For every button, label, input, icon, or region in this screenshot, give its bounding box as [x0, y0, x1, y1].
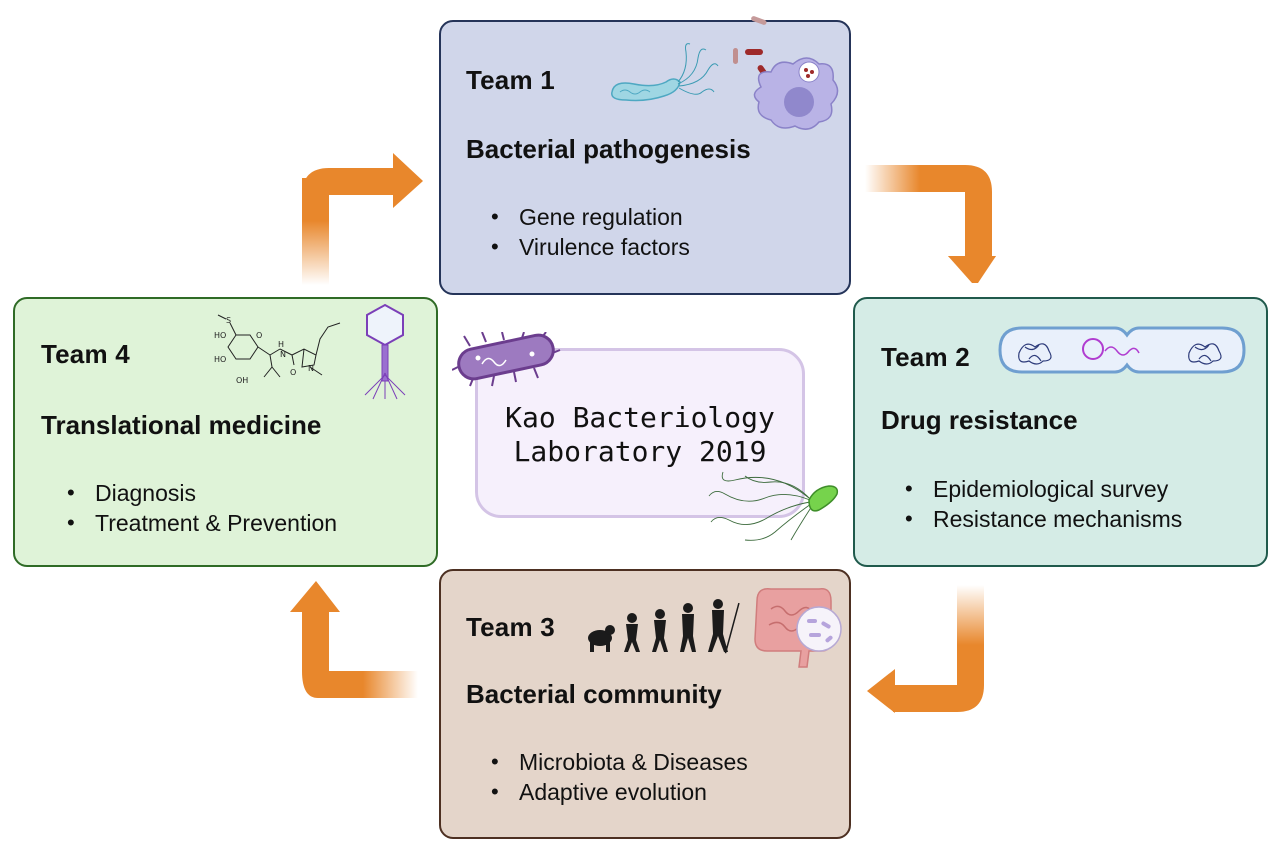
arrow-team4-to-team1 — [302, 153, 423, 285]
team-label: Team 4 — [41, 339, 130, 369]
bullet-item: Gene regulation — [489, 202, 690, 232]
lincomycin-molecule-icon: S HO O H N HO OH O N — [214, 314, 341, 385]
arrow-head-left — [867, 669, 895, 713]
flagellated-bacterium-green-icon — [708, 471, 839, 541]
lab-title-line1: Kao Bacteriology — [505, 401, 775, 434]
molecule-atom-label: O — [256, 331, 262, 340]
arrow-shaft-horizontal — [865, 165, 965, 192]
bullet-item: Virulence factors — [489, 232, 690, 262]
arrow-corner — [302, 608, 329, 698]
bullet-item: Microbiota & Diseases — [489, 747, 748, 777]
lab-title-card: Kao Bacteriology Laboratory 2019 — [475, 348, 805, 518]
team-label: Team 3 — [466, 612, 555, 642]
team-1-card: Team 1 Bacterial pathogenesis Gene regul… — [439, 16, 851, 295]
arrow-corner — [955, 165, 992, 258]
team-bullets: Microbiota & Diseases Adaptive evolution — [489, 747, 748, 807]
arrow-shaft-horizontal — [318, 671, 418, 698]
intestine-microbiota-icon — [754, 588, 842, 668]
team-label: Team 2 — [881, 342, 970, 372]
bacteriophage-icon — [364, 303, 406, 400]
team-topic: Drug resistance — [881, 405, 1078, 435]
flagellated-bacterium-icon — [611, 43, 719, 102]
arrow-team2-to-team3 — [867, 585, 984, 713]
molecule-atom-label: N — [308, 364, 314, 373]
arrow-head-down-tip — [948, 256, 996, 283]
team-topic: Bacterial community — [466, 679, 722, 709]
team-bullets: Epidemiological survey Resistance mechan… — [903, 474, 1182, 534]
team-4-card: Team 4 Translational medicine Diagnosis … — [13, 297, 438, 567]
lab-title-line2: Laboratory 2019 — [513, 435, 767, 468]
bullet-item: Resistance mechanisms — [903, 504, 1182, 534]
molecule-atom-label: O — [290, 368, 296, 377]
bullet-item: Epidemiological survey — [903, 474, 1182, 504]
team-topic: Bacterial pathogenesis — [466, 134, 751, 164]
team-topic: Translational medicine — [41, 410, 322, 440]
molecule-atom-label: OH — [236, 376, 248, 385]
molecule-atom-label: HO — [214, 331, 226, 340]
human-evolution-icon — [588, 599, 740, 654]
rod-bacterium-purple-icon — [452, 332, 561, 387]
arrow-team3-to-team4 — [290, 581, 418, 698]
arrow-head-up — [290, 581, 340, 612]
team-2-card: Team 2 Drug resistance Epidemiological s… — [853, 297, 1268, 567]
team-label: Team 1 — [466, 65, 555, 95]
dividing-bacterium-plasmid-icon — [998, 326, 1246, 374]
molecule-atom-label: H — [278, 340, 284, 349]
bullet-item: Diagnosis — [65, 478, 337, 508]
macrophage-icon — [733, 16, 839, 130]
bullet-item: Adaptive evolution — [489, 777, 748, 807]
arrow-corner — [893, 675, 984, 712]
molecule-atom-label: N — [280, 350, 286, 359]
arrow-team1-to-team2 — [865, 165, 996, 283]
bullet-item: Treatment & Prevention — [65, 508, 337, 538]
arrow-shaft-vertical — [957, 585, 984, 685]
molecule-atom-label: HO — [214, 355, 226, 364]
team-3-card: Team 3 Bacterial community Microbiota & … — [439, 569, 851, 839]
arrow-shaft-horizontal — [302, 168, 395, 195]
arrow-shaft-vertical — [302, 178, 329, 285]
arrow-head-right — [393, 153, 423, 208]
molecule-atom-label: S — [226, 316, 231, 325]
team-bullets: Diagnosis Treatment & Prevention — [65, 478, 337, 538]
team-bullets: Gene regulation Virulence factors — [489, 202, 690, 262]
